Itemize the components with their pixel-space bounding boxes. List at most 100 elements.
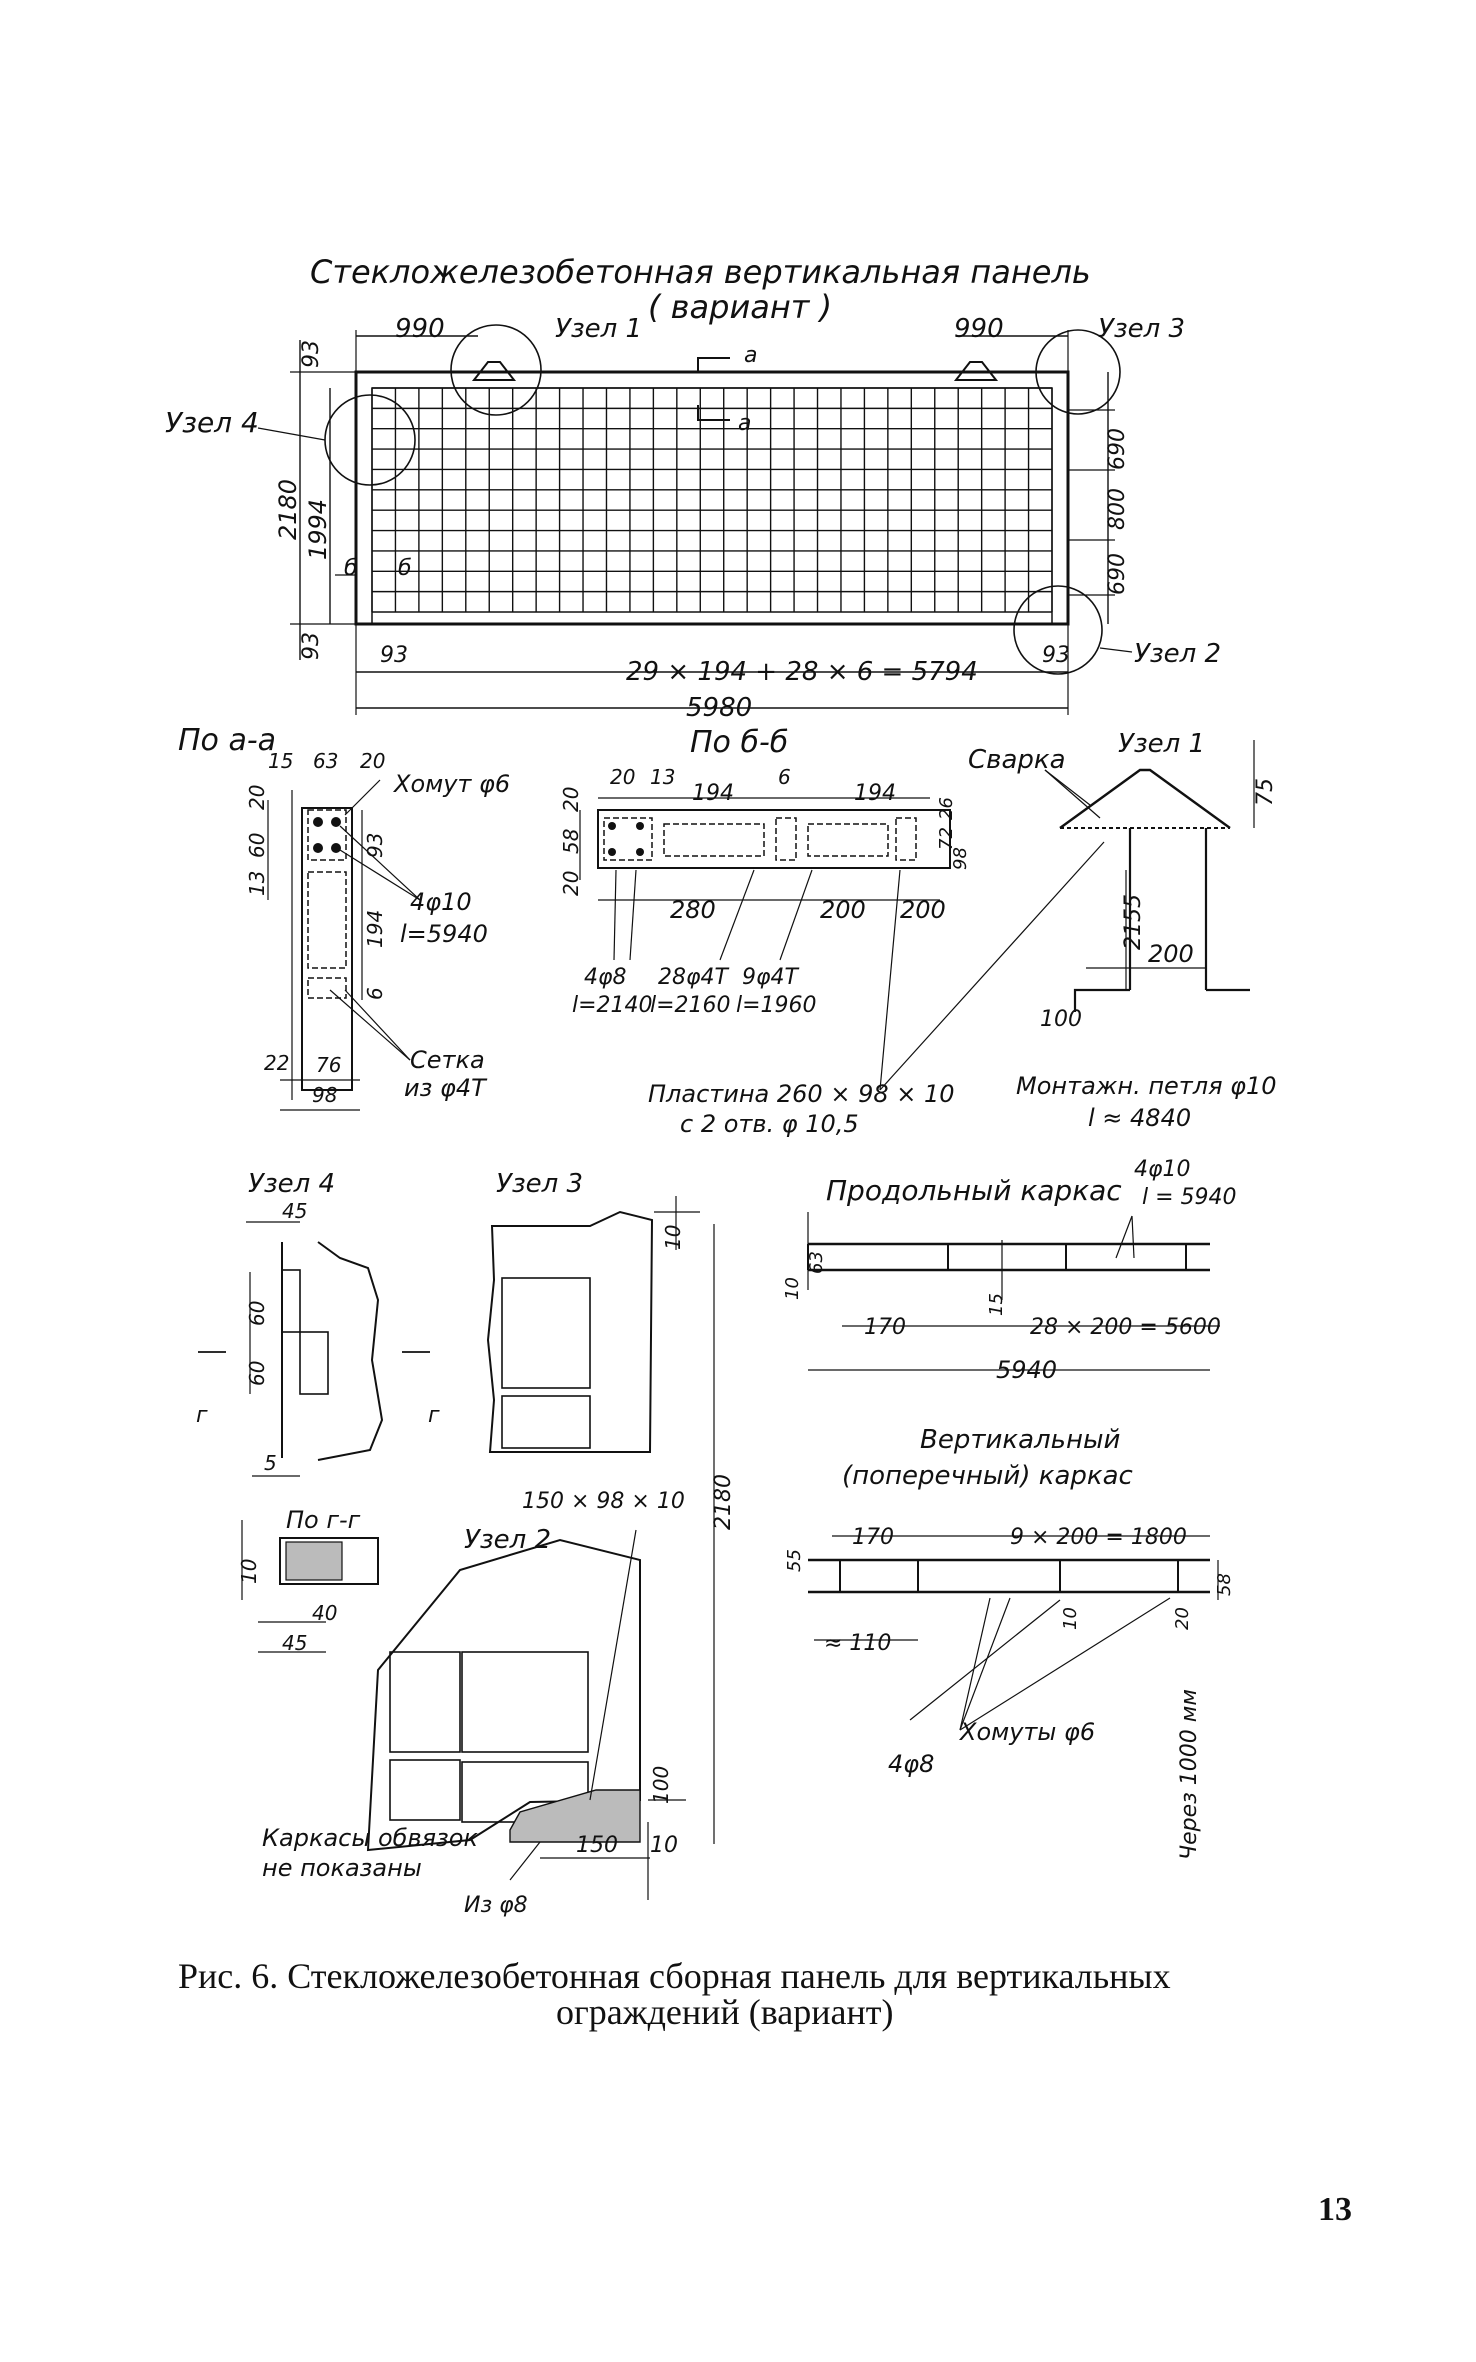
node1-d100: 100	[1040, 1007, 1082, 1032]
node1-d2155: 2155	[1121, 894, 1146, 950]
cut-a-top: а	[744, 343, 757, 368]
bb-r2a: 28φ4Т	[658, 965, 730, 990]
vert-frame-title2: (поперечный) каркас	[842, 1461, 1133, 1491]
dim-93-bl: 93	[380, 643, 408, 668]
dim-93-br: 93	[1042, 643, 1070, 668]
figure-caption-line2: ограждений (вариант)	[556, 1992, 893, 2032]
node1-circle	[450, 324, 542, 416]
node1-title: Узел 1	[1118, 729, 1205, 759]
aa-d93: 93	[363, 833, 387, 858]
dim-2180: 2180	[274, 479, 302, 540]
dim-93-top: 93	[299, 340, 324, 368]
section-aa	[267, 779, 421, 1111]
vert-frame-d58: 58	[1214, 1573, 1235, 1596]
dim-5980: 5980	[686, 693, 752, 723]
dim-690-b: 690	[1105, 553, 1130, 595]
bb-d58: 58	[559, 829, 583, 854]
longitudinal-frame	[807, 1212, 1220, 1371]
node1-loop1: Монтажн. петля φ10	[1016, 1072, 1277, 1100]
bb-d26: 26	[936, 797, 957, 820]
figure-caption-line1: Рис. 6. Стекложелезобетонная сборная пан…	[178, 1956, 1171, 1996]
label-node3: Узел 3	[1098, 314, 1185, 344]
bb-d194a: 194	[692, 781, 734, 806]
node4-circle	[324, 394, 416, 486]
vert-frame-d170: 170	[852, 1525, 894, 1550]
panel-elevation	[257, 324, 1133, 715]
bb-plate2: с 2 отв. φ 10,5	[680, 1110, 859, 1138]
node4-d45: 45	[282, 1199, 307, 1223]
label-node4: Узел 4	[165, 406, 259, 439]
node4-cut-right: г	[428, 1403, 440, 1428]
vertical-frame	[808, 1535, 1219, 1731]
node2-note1: Каркасы обвязок	[262, 1824, 478, 1852]
long-frame-title: Продольный каркас	[826, 1174, 1122, 1207]
bb-d194b: 194	[854, 781, 896, 806]
bb-r1a: 4φ8	[584, 965, 627, 990]
cut-b-left: б	[344, 556, 358, 581]
section-gg-title: По г-г	[286, 1506, 361, 1534]
aa-d98: 98	[312, 1083, 337, 1107]
aa-d20v: 20	[245, 785, 269, 810]
bb-d98: 98	[950, 847, 971, 870]
bb-r2b: l=2160	[650, 993, 731, 1018]
node4-d60a: 60	[245, 1301, 269, 1326]
bb-d20b: 20	[559, 871, 583, 896]
vert-frame-dsum: 9 × 200 = 1800	[1010, 1525, 1187, 1550]
vert-frame-d110: ≈ 110	[824, 1631, 891, 1656]
node4-d5: 5	[264, 1451, 277, 1475]
vert-frame-d55: 55	[784, 1549, 805, 1572]
bb-d6: 6	[778, 765, 791, 789]
bb-r1b: l=2140	[572, 993, 653, 1018]
bb-d20v: 20	[559, 787, 583, 812]
dim-990-right: 990	[954, 314, 1004, 344]
node2-from: Из φ8	[464, 1893, 528, 1918]
cut-a-bottom: а	[738, 411, 751, 436]
aa-bars-len: l=5940	[400, 920, 488, 948]
node3-d10: 10	[661, 1225, 685, 1250]
dim-grid-formula: 29 × 194 + 28 × 6 = 5794	[626, 657, 978, 687]
gg-d10: 10	[237, 1559, 261, 1584]
aa-d63: 63	[313, 749, 338, 773]
node2-note2: не показаны	[262, 1854, 422, 1882]
aa-d22: 22	[264, 1051, 289, 1075]
node2-d150: 150	[576, 1833, 618, 1858]
long-frame-dtot: 5940	[996, 1356, 1057, 1384]
gg-d45: 45	[282, 1631, 307, 1655]
node1-loop2: l ≈ 4840	[1088, 1104, 1191, 1132]
node2-d10: 10	[650, 1833, 678, 1858]
node2-title: Узел 2	[464, 1525, 551, 1555]
aa-d13: 13	[245, 871, 269, 896]
gg-d40: 40	[312, 1601, 337, 1625]
section-bb-title: По б-б	[690, 725, 788, 760]
node3-title: Узел 3	[496, 1169, 583, 1199]
node4-d60b: 60	[245, 1361, 269, 1386]
long-frame-d15: 15	[986, 1293, 1007, 1316]
bb-plate1: Пластина 260 × 98 × 10	[648, 1080, 955, 1108]
long-frame-dsum: 28 × 200 = 5600	[1030, 1315, 1221, 1340]
node2-d100: 100	[649, 1766, 673, 1804]
section-bb	[579, 797, 951, 1091]
bb-d72: 72	[936, 827, 957, 850]
vert-frame-bars: 4φ8	[888, 1750, 934, 1778]
dim-690-a: 690	[1105, 428, 1130, 470]
bb-d20: 20	[610, 765, 635, 789]
bb-d13: 13	[650, 765, 675, 789]
aa-d76: 76	[316, 1053, 341, 1077]
long-frame-d63: 63	[806, 1251, 827, 1274]
aa-d6: 6	[363, 987, 387, 1000]
long-frame-d170: 170	[864, 1315, 906, 1340]
node4-title: Узел 4	[248, 1169, 335, 1199]
dim-1994: 1994	[304, 499, 332, 560]
aa-d60: 60	[245, 833, 269, 858]
vert-frame-d20: 20	[1172, 1607, 1193, 1630]
bb-d280: 280	[670, 896, 716, 924]
long-frame-bars: 4φ10	[1134, 1157, 1191, 1182]
dim-800: 800	[1105, 488, 1130, 530]
label-node1: Узел 1	[555, 314, 642, 344]
long-frame-len: l = 5940	[1142, 1185, 1237, 1210]
vert-frame-d10: 10	[1060, 1607, 1081, 1630]
node1-d200: 200	[1148, 940, 1194, 968]
vert-frame-step: Через 1000 мм	[1177, 1689, 1202, 1860]
aa-hoop: Хомут φ6	[392, 770, 510, 798]
node2-d2180: 2180	[711, 1474, 736, 1530]
